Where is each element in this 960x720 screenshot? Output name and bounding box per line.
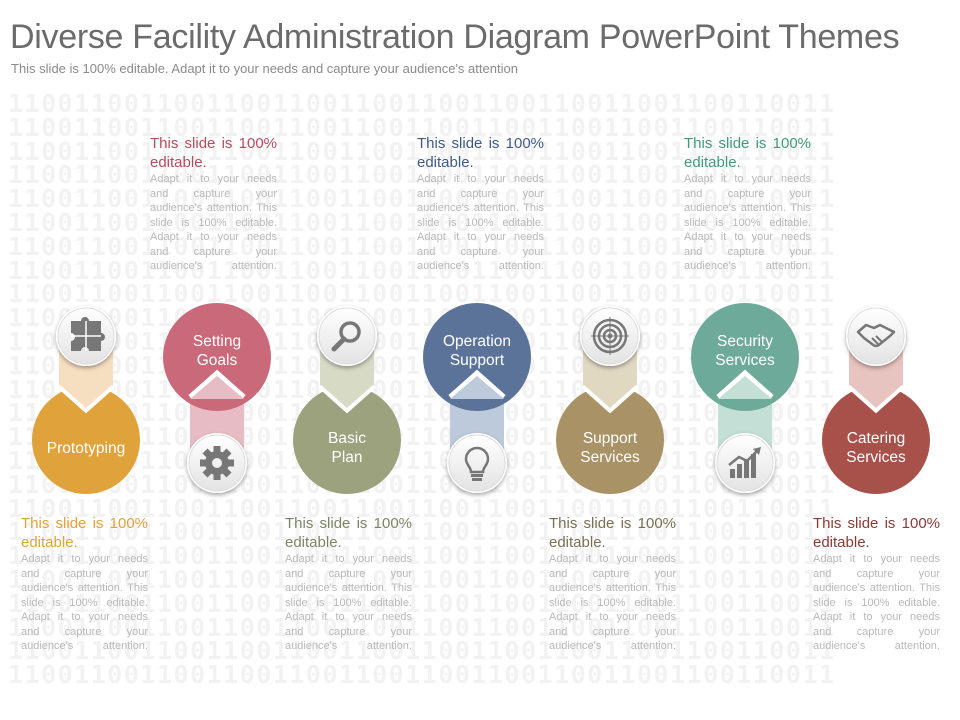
description-heading: This slide is 100% editable. [684,135,811,171]
description-body: Adapt it to your needs and capture your … [813,553,940,652]
step-circle [163,303,271,411]
target-icon [591,317,629,355]
binary-row: 1100110011001100110011001100110011001100… [8,445,836,475]
binary-row: 1100110011001100110011001100110011001100… [8,112,836,142]
step-2 [163,303,271,493]
binary-row: 1100110011001100110011001100110011001100… [8,564,836,594]
description-body: Adapt it to your needs and capture your … [684,173,811,272]
binary-row: 1100110011001100110011001100110011001100… [8,231,836,261]
description-body: Adapt it to your needs and capture your … [285,553,412,652]
step-5 [556,306,664,494]
description-heading: This slide is 100% editable. [150,135,277,171]
lightbulb-icon [464,446,490,481]
description-heading: This slide is 100% editable. [549,515,676,551]
description-block: This slide is 100% editable.Adapt it to … [417,134,544,274]
step-7 [822,306,930,494]
description-body: Adapt it to your needs and capture your … [417,173,544,272]
binary-row: 1100110011001100110011001100110011001100… [8,92,836,118]
binary-row: 1100110011001100110011001100110011001100… [8,612,836,642]
description-heading: This slide is 100% editable. [21,515,148,551]
step-label: Prototyping [46,439,126,457]
icon-badge [317,306,377,366]
description-heading: This slide is 100% editable. [285,515,412,551]
binary-row: 1100110011001100110011001100110011001100… [8,469,836,499]
binary-row: 1100110011001100110011001100110011001100… [8,207,836,237]
binary-row: 1100110011001100110011001100110011001100… [8,255,836,285]
icon-badge [580,306,640,366]
step-circle [423,303,531,411]
binary-row: 1100110011001100110011001100110011001100… [8,541,836,571]
icon-badge [715,433,775,493]
binary-row: 1100110011001100110011001100110011001100… [8,493,836,523]
step-circle [822,386,930,494]
description-heading: This slide is 100% editable. [813,515,940,551]
slide-title: Diverse Facility Administration Diagram … [10,18,900,56]
binary-row: 1100110011001100110011001100110011001100… [8,160,836,190]
binary-row: 1100110011001100110011001100110011001100… [8,398,836,428]
description-body: Adapt it to your needs and capture your … [549,553,676,652]
icon-badge [187,433,247,493]
binary-row: 1100110011001100110011001100110011001100… [8,660,836,690]
binary-row: 1100110011001100110011001100110011001100… [8,136,836,166]
step-6 [691,303,799,493]
step-circle [556,386,664,494]
growth-chart-icon [728,447,761,478]
binary-row: 1100110011001100110011001100110011001100… [8,279,836,309]
description-body: Adapt it to your needs and capture your … [150,173,277,272]
icon-badge [846,306,906,366]
binary-row: 1100110011001100110011001100110011001100… [8,184,836,214]
binary-row: 1100110011001100110011001100110011001100… [8,374,836,404]
binary-row: 1100110011001100110011001100110011001100… [8,588,836,618]
puzzle-icon [71,317,105,351]
magnifier-icon [331,321,361,352]
description-block: This slide is 100% editable.Adapt it to … [150,134,277,274]
step-circle [32,386,140,494]
step-4 [423,303,531,493]
step-1 [32,306,140,494]
description-block: This slide is 100% editable.Adapt it to … [684,134,811,274]
binary-row: 1100110011001100110011001100110011001100… [8,422,836,452]
slide-subtitle: This slide is 100% editable. Adapt it to… [11,61,518,76]
gear-icon [200,446,234,480]
step-circle [691,303,799,411]
description-body: Adapt it to your needs and capture your … [21,553,148,652]
description-block: This slide is 100% editable.Adapt it to … [21,514,148,654]
description-block: This slide is 100% editable.Adapt it to … [285,514,412,654]
binary-row: 1100110011001100110011001100110011001100… [8,517,836,547]
binary-row: 1100110011001100110011001100110011001100… [8,303,836,333]
binary-row: 1100110011001100110011001100110011001100… [8,636,836,666]
handshake-icon [856,323,896,348]
step-3 [293,306,401,494]
icon-badge [56,306,116,366]
description-block: This slide is 100% editable.Adapt it to … [813,514,940,654]
step-circle [293,386,401,494]
icon-badge [447,433,507,493]
description-heading: This slide is 100% editable. [417,135,544,171]
description-block: This slide is 100% editable.Adapt it to … [549,514,676,654]
